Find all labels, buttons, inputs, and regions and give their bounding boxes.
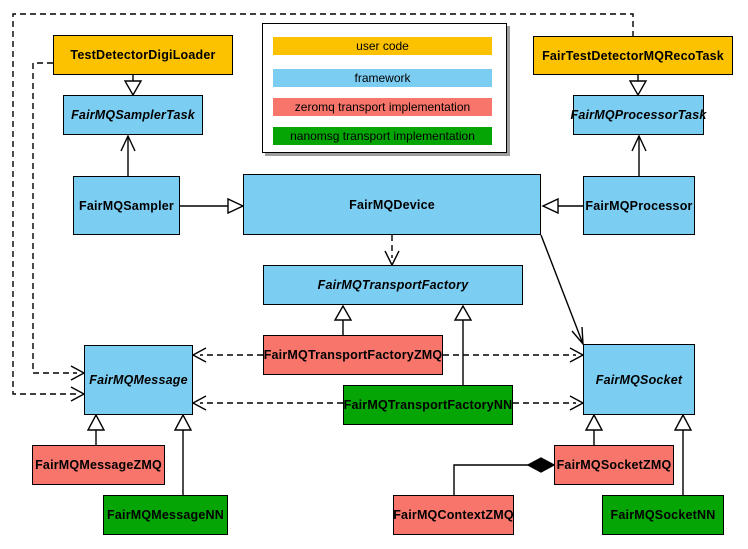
- class-box-fairmqsocketnn: FairMQSocketNN: [602, 495, 724, 535]
- class-box-fairmqtransportfactoryzmq: FairMQTransportFactoryZMQ: [263, 335, 443, 375]
- class-box-fairtestdetectormqrecotask: FairTestDetectorMQRecoTask: [533, 36, 733, 75]
- edge-dep-factorynn-socket: [513, 395, 585, 411]
- class-box-fairmqsamplertask: FairMQSamplerTask: [63, 95, 203, 135]
- edge-inherit-socketzmq-socket: [584, 413, 604, 445]
- legend-item-framework: framework: [273, 69, 492, 87]
- class-box-fairmqmessagezmq: FairMQMessageZMQ: [32, 445, 165, 485]
- edge-assoc-processor-processortask: [631, 134, 647, 176]
- legend-item-user-code: user code: [273, 37, 492, 55]
- edge-inherit-recotask-processortask: [628, 75, 648, 97]
- edge-inherit-messagenn-message: [173, 413, 193, 495]
- edge-inherit-processor-device: [541, 197, 583, 215]
- edge-inherit-factorynn-factory: [453, 304, 473, 385]
- class-box-fairmqsocket: FairMQSocket: [583, 344, 695, 415]
- edge-inherit-messagezmq-message: [86, 413, 106, 445]
- class-box-fairmqprocessortask: FairMQProcessorTask: [570, 95, 706, 135]
- edge-dep-factorynn-message: [191, 395, 343, 411]
- class-box-fairmqdevice: FairMQDevice: [243, 174, 541, 235]
- class-box-fairmqtransportfactory: FairMQTransportFactory: [263, 265, 523, 305]
- class-box-fairmqmessage: FairMQMessage: [84, 345, 193, 415]
- legend-box: user code framework zeromq transport imp…: [262, 23, 507, 153]
- class-box-fairmqsampler: FairMQSampler: [73, 176, 180, 235]
- edge-inherit-socketnn-socket: [673, 413, 693, 495]
- edge-assoc-device-socket: [540, 234, 584, 347]
- class-box-testdetectordigiloader: TestDetectorDigiLoader: [53, 35, 233, 75]
- class-box-fairmqsocketzmq: FairMQSocketZMQ: [554, 445, 674, 485]
- edge-dep-device-transportfactory: [384, 235, 400, 267]
- edge-inherit-digiloader-samplertask: [123, 75, 143, 97]
- edge-dep-factoryzmq-socket: [443, 347, 585, 363]
- class-box-fairmqtransportfactorynn: FairMQTransportFactoryNN: [343, 385, 513, 425]
- edge-comp-socketzmq-contextzmq: [453, 457, 556, 495]
- edge-inherit-sampler-device: [180, 197, 245, 215]
- class-box-fairmqcontextzmq: FairMQContextZMQ: [393, 495, 514, 535]
- edge-assoc-sampler-samplertask: [120, 134, 136, 176]
- legend-item-nanomsg: nanomsg transport implementation: [273, 127, 492, 145]
- class-box-fairmqmessagenn: FairMQMessageNN: [103, 495, 228, 535]
- class-box-fairmqprocessor: FairMQProcessor: [583, 176, 695, 235]
- edge-dep-factoryzmq-message: [191, 347, 263, 363]
- legend-item-zeromq: zeromq transport implementation: [273, 98, 492, 116]
- edge-inherit-factoryzmq-factory: [333, 304, 353, 335]
